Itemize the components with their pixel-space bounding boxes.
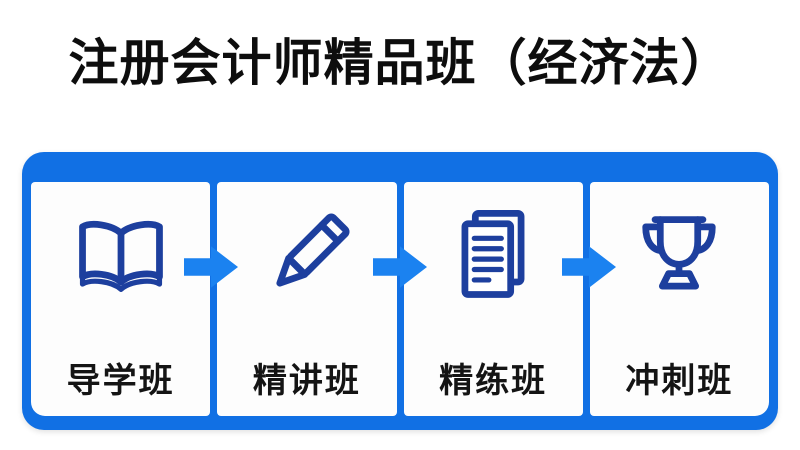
stage-panel-practice: 精练班 [403,182,583,416]
stage-panel-sprint: 冲刺班 [589,182,769,416]
page-title: 注册会计师精品班（经济法） [68,35,732,91]
stage-label: 精讲班 [252,362,361,400]
stage-label: 导学班 [66,362,175,400]
trophy-icon [627,204,731,308]
course-flow-card: 导学班 精讲班 [22,152,778,430]
stage-label: 冲刺班 [625,362,734,400]
document-icon [441,204,545,308]
book-icon [69,204,173,308]
stage-panels: 导学班 精讲班 [31,182,769,416]
stage-label: 精练班 [439,362,548,400]
stage-panel-guide: 导学班 [31,182,211,416]
pencil-icon [255,204,359,308]
stage-panel-lecture: 精讲班 [217,182,397,416]
